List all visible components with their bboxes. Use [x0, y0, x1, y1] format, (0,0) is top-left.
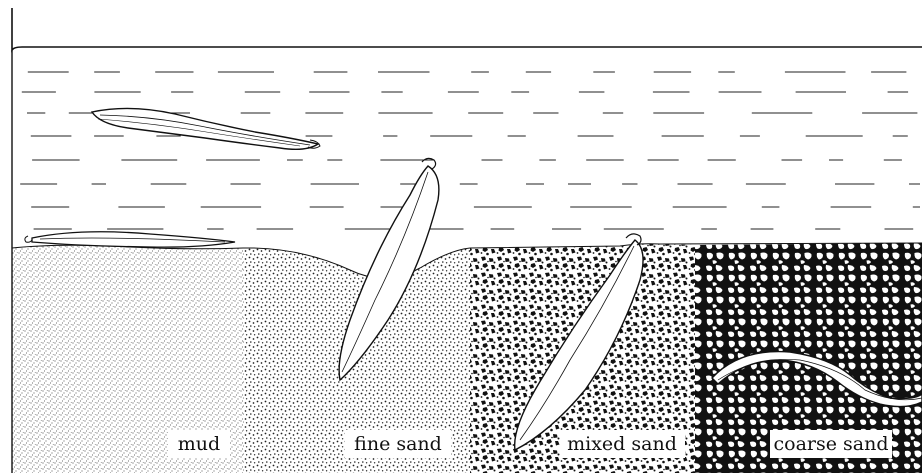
label-mixed-sand: mixed sand [560, 430, 685, 458]
label-fine-sand-text: fine sand [354, 433, 442, 455]
swimming-animal-illustration [92, 108, 320, 149]
label-coarse-sand: coarse sand [770, 430, 892, 458]
label-mixed-sand-text: mixed sand [567, 433, 677, 455]
label-coarse-sand-text: coarse sand [773, 433, 888, 455]
resting-animal-illustration [25, 232, 235, 247]
label-fine-sand: fine sand [345, 430, 451, 458]
label-mud: mud [168, 430, 230, 458]
label-mud-text: mud [178, 433, 220, 455]
water-layer [20, 72, 920, 229]
